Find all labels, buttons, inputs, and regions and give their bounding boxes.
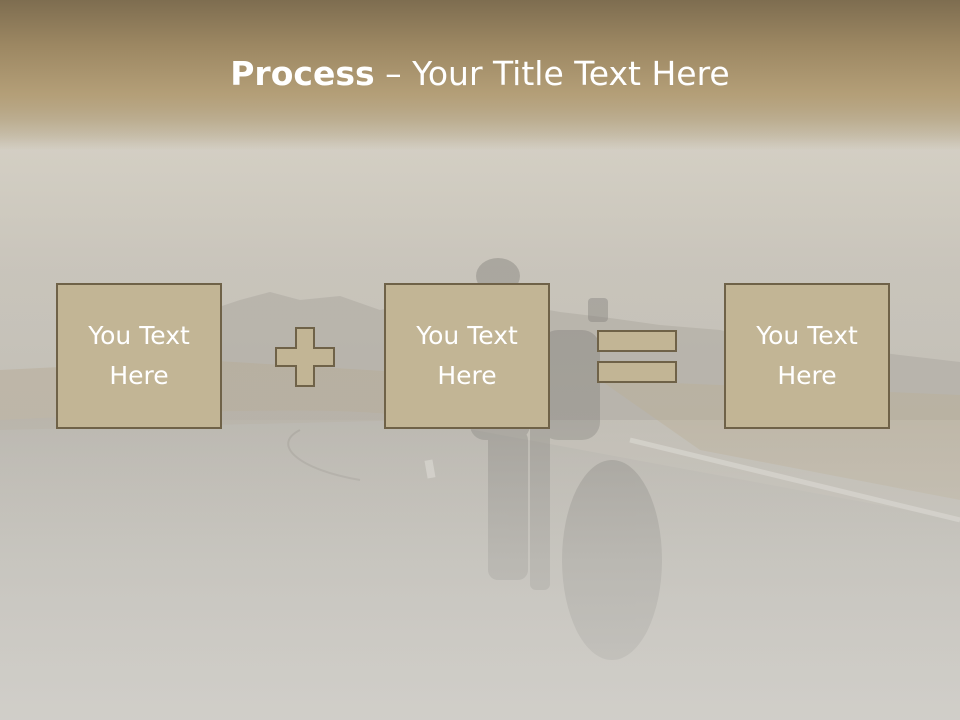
process-box-3-text: You Text Here [756, 321, 858, 390]
process-box-3[interactable]: You Text Here [724, 283, 890, 429]
title-rest: Your Title Text Here [412, 54, 730, 93]
title-band [0, 0, 960, 150]
process-box-2-text: You Text Here [416, 321, 518, 390]
slide-title: Process – Your Title Text Here [0, 54, 960, 93]
process-box-2[interactable]: You Text Here [384, 283, 550, 429]
title-bold: Process [230, 54, 375, 93]
process-box-1[interactable]: You Text Here [56, 283, 222, 429]
equals-icon [597, 330, 677, 383]
plus-icon [275, 327, 335, 387]
title-separator: – [374, 54, 413, 93]
process-box-1-text: You Text Here [88, 321, 190, 390]
